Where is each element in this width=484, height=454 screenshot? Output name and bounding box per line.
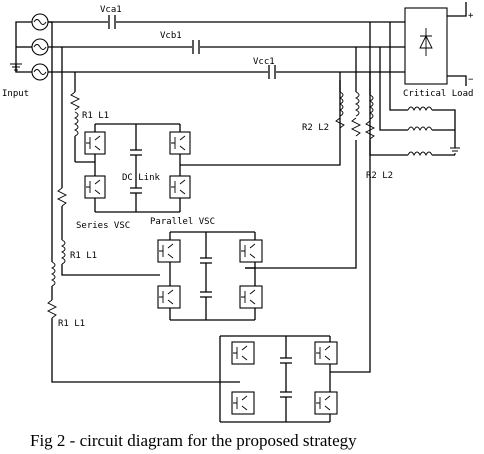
filter-r2l2-a <box>335 72 345 129</box>
series-filter-r1l1-mid <box>56 47 160 276</box>
critical-load-rectifier <box>404 2 467 86</box>
label-series-vsc: Series VSC <box>76 221 130 231</box>
label-parallel-vsc: Parallel VSC <box>150 217 215 227</box>
label-dc-link: DC Link <box>122 173 161 183</box>
load-inductor-branch <box>369 22 460 157</box>
label-r1l1-low: R1 L1 <box>58 319 85 329</box>
filter-r2l2-b <box>245 47 362 269</box>
label-dc-minus: − <box>468 75 474 85</box>
label-r1l1-top: R1 L1 <box>82 111 109 121</box>
label-dc-plus: + <box>468 11 474 21</box>
dc-link-capacitor <box>130 124 142 212</box>
ac-source-phase-a <box>31 13 49 31</box>
figure-caption: Fig 2 - circuit diagram for the proposed… <box>30 431 357 450</box>
label-critical-load: Critical Load <box>403 89 473 99</box>
filter-r2l2-c <box>330 22 376 373</box>
source-neutral-and-ground <box>10 21 32 73</box>
series-capacitor-vcc1 <box>268 65 276 79</box>
series-filter-r1l1-low <box>46 21 240 383</box>
label-r1l1-mid: R1 L1 <box>70 251 97 261</box>
parallel-vsc <box>157 231 263 321</box>
ac-source-phase-b <box>31 38 49 56</box>
label-vcc1: Vcc1 <box>253 57 275 67</box>
series-capacitor-vca1 <box>108 15 116 29</box>
label-input: Input <box>2 89 29 99</box>
ac-source-phase-c <box>31 63 49 81</box>
third-vsc <box>219 335 338 423</box>
label-r2l2-a: R2 L2 <box>302 123 329 133</box>
label-vca1: Vca1 <box>100 5 122 15</box>
label-r2l2-b: R2 L2 <box>366 171 393 181</box>
series-filter-r1l1-top <box>69 72 81 162</box>
series-vsc <box>75 80 341 213</box>
series-capacitor-vcb1 <box>192 40 200 54</box>
label-vcb1: Vcb1 <box>160 31 182 41</box>
